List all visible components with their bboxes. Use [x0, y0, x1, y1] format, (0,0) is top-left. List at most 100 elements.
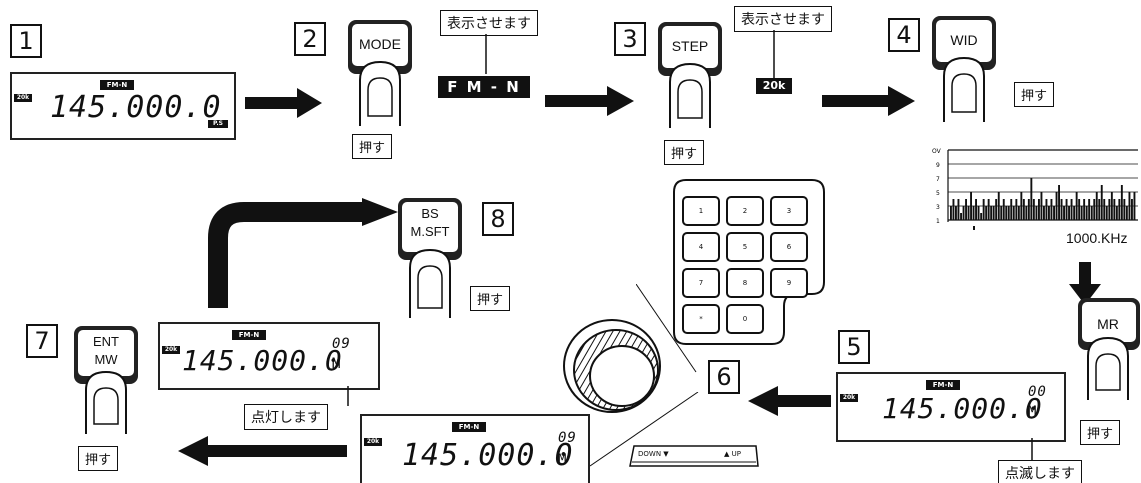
step-8-number: 8 [482, 202, 514, 236]
tuning-dial[interactable] [560, 314, 672, 424]
scope-bar [1100, 185, 1103, 220]
scope-bar [1045, 199, 1048, 220]
step-1-number: 1 [10, 24, 42, 58]
scope-bar [1085, 206, 1088, 220]
keypad-key[interactable]: 2 [726, 196, 764, 226]
step-20k-tag: 20k [840, 394, 858, 402]
frequency-readout: 145.000.0 [882, 392, 1043, 425]
step-20k-tag: 20k [364, 438, 382, 446]
scope-bar [980, 213, 983, 220]
lcd-display-step7: FM-N 20k 145.000.0 09 M [158, 322, 380, 390]
scope-bar [952, 199, 955, 220]
pressing-finger-icon [348, 20, 412, 126]
bs-msft-button[interactable]: BS M.SFT [396, 196, 464, 320]
scope-bar [1088, 199, 1091, 220]
step-7-number: 7 [26, 324, 58, 358]
keypad-key[interactable]: 5 [726, 232, 764, 262]
frequency-readout: 145.000.0 [182, 344, 343, 377]
bs-label: BS [421, 206, 439, 221]
scope-bar [1048, 206, 1050, 220]
scope-bar [1078, 199, 1081, 220]
up-label: ▲ UP [724, 450, 741, 458]
pressing-finger-icon [932, 16, 996, 122]
band-scope: OV 9 7 5 3 1 1000.KHz [930, 142, 1140, 262]
scope-bar [1007, 206, 1010, 220]
scope-bar [1030, 178, 1033, 220]
ps-tag: P.S [208, 120, 228, 128]
keypad-key[interactable]: 8 [726, 268, 764, 298]
leader-line [485, 34, 487, 74]
step-2-number: 2 [294, 22, 326, 56]
step-4-number: 4 [888, 18, 920, 52]
fm-n-badge: FM-N [926, 380, 960, 390]
scope-bar [977, 206, 980, 220]
lcd-display-step5: FM-N 20k 145.000.0 00 M [836, 372, 1066, 442]
ent-mw-button[interactable]: ENT MW [72, 324, 140, 436]
scope-bar [1053, 206, 1055, 220]
keypad-key[interactable]: 4 [682, 232, 720, 262]
scope-bar [1098, 199, 1101, 220]
scope-bar [1083, 199, 1086, 220]
scope-bar [982, 199, 985, 220]
mode-label: MODE [359, 36, 401, 52]
scope-bar [1093, 199, 1096, 220]
scope-bar [960, 213, 962, 220]
scope-bar [955, 206, 957, 220]
press-label: 押す [664, 140, 705, 165]
scope-bar [1043, 206, 1045, 220]
scope-tick: 9 [936, 162, 940, 169]
keypad-key[interactable]: * [682, 304, 720, 334]
press-label: 押す [1014, 82, 1055, 107]
scope-bar [1012, 206, 1015, 220]
scope-bar [1035, 206, 1038, 220]
pressing-finger-icon [74, 326, 138, 434]
scope-bar [990, 206, 993, 220]
scope-bar [992, 206, 995, 220]
scope-bar [1040, 192, 1043, 220]
memory-mark: M [558, 452, 568, 468]
memory-channel: 09 [332, 336, 351, 352]
scope-bar [1115, 206, 1118, 220]
keypad-key[interactable]: 6 [770, 232, 808, 262]
memory-mark: M [1028, 404, 1038, 420]
step-button[interactable]: STEP [656, 20, 724, 130]
display-note: 表示させます [734, 6, 832, 32]
mr-button[interactable]: MR [1076, 296, 1140, 402]
mode-button[interactable]: MODE [346, 18, 414, 128]
arrow-down-icon [1069, 262, 1101, 305]
step-5-number: 5 [838, 330, 870, 364]
keypad-key[interactable]: 3 [770, 196, 808, 226]
scope-bar [1110, 192, 1113, 220]
scope-bar [987, 199, 990, 220]
mw-label: MW [94, 352, 118, 367]
scope-bar [1125, 206, 1128, 220]
scope-top-tick: OV [932, 148, 942, 155]
keypad-key[interactable]: 1 [682, 196, 720, 226]
scope-bar [1120, 185, 1123, 220]
wid-button[interactable]: WID [930, 14, 998, 124]
scope-bar [1113, 199, 1116, 220]
arrow-curved-icon [208, 198, 398, 308]
dial-guide-line [636, 284, 697, 373]
step-label: STEP [671, 38, 709, 54]
scope-bar [1005, 206, 1008, 220]
scope-bar [1118, 199, 1121, 220]
dial-guide-line [590, 392, 699, 467]
keypad-key[interactable]: 9 [770, 268, 808, 298]
scope-bar [1080, 206, 1083, 220]
light-note: 点灯します [244, 404, 328, 430]
step-20k-tag: 20k [14, 94, 32, 102]
pressing-finger-icon [658, 22, 722, 128]
scope-bar [1095, 192, 1098, 220]
press-label: 押す [78, 446, 119, 471]
down-label: DOWN ▼ [638, 450, 669, 458]
scope-bar [1090, 206, 1093, 220]
press-label: 押す [470, 286, 511, 311]
keypad-key[interactable]: 0 [726, 304, 764, 334]
scope-bar [995, 199, 998, 220]
leader-line [1031, 438, 1033, 462]
blink-note: 点滅します [998, 460, 1082, 483]
keypad-key[interactable]: 7 [682, 268, 720, 298]
memory-mark: M [332, 356, 342, 372]
